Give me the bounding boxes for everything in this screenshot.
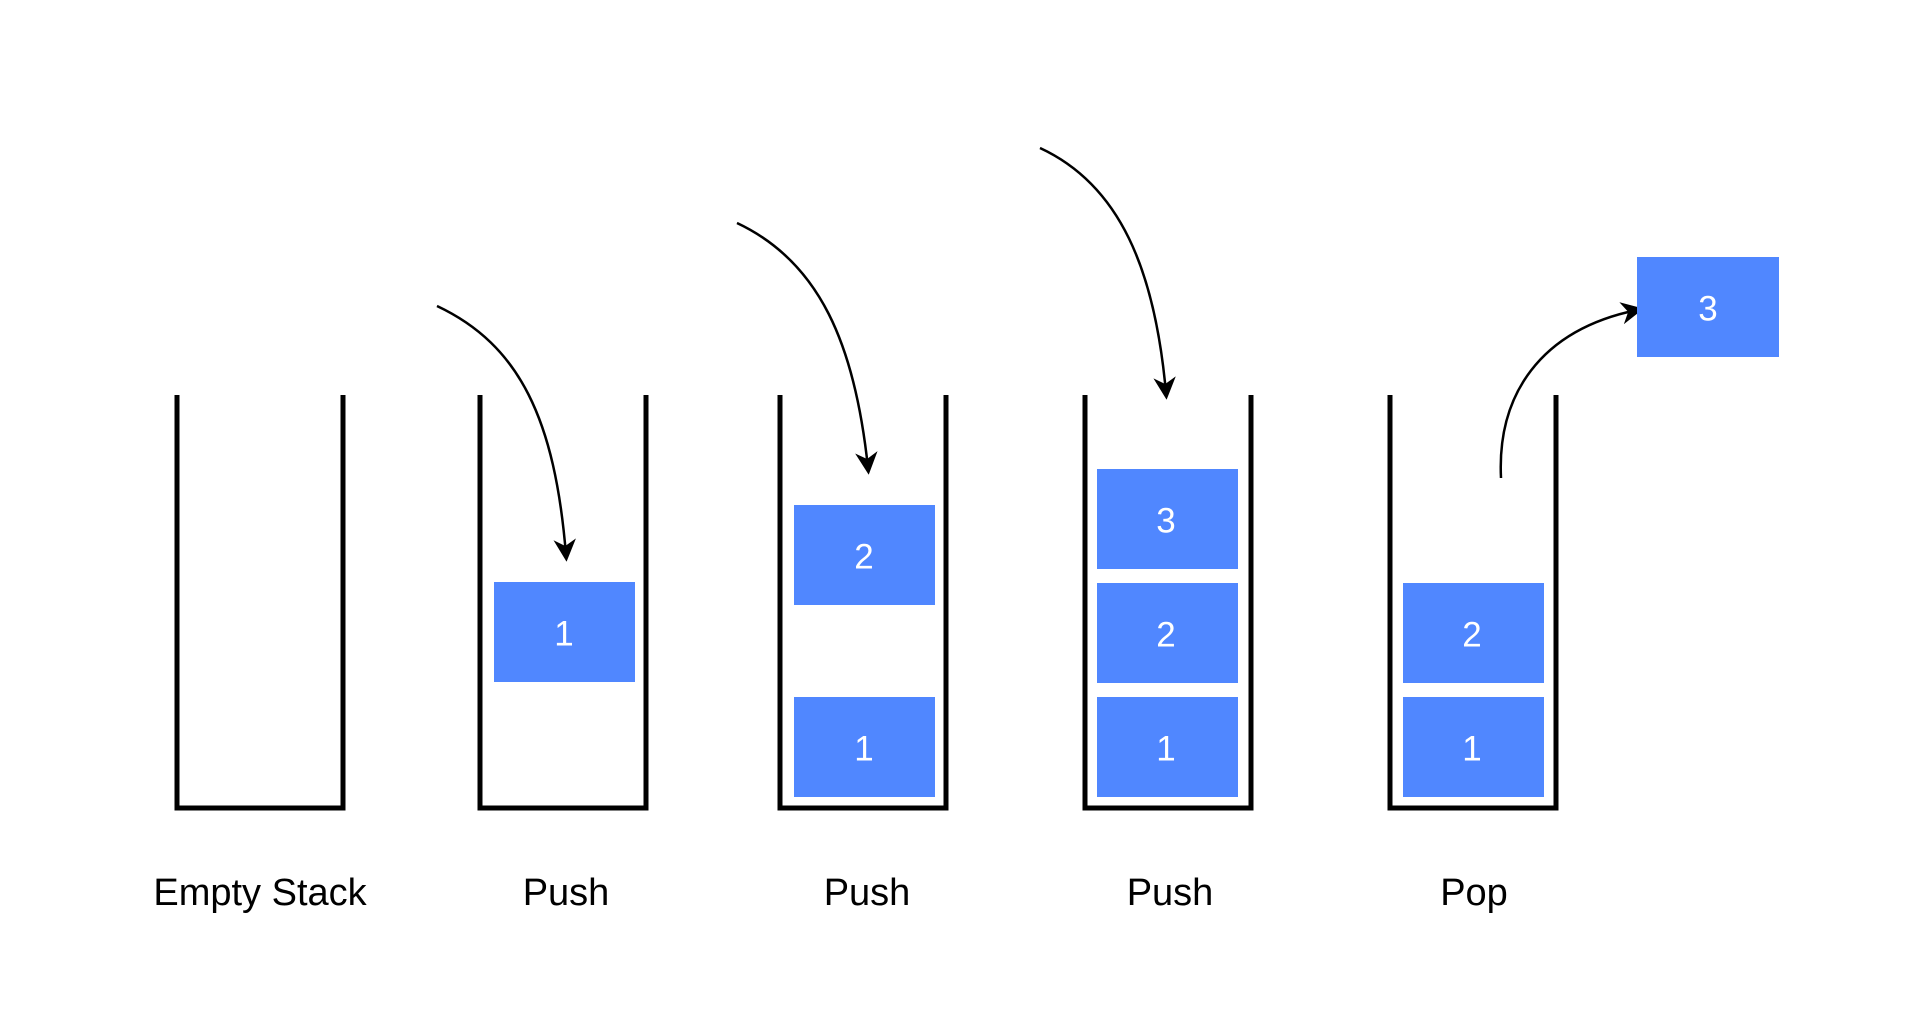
- stack-block: 3: [1097, 469, 1238, 569]
- svg-text:2: 2: [854, 538, 873, 577]
- svg-text:1: 1: [554, 615, 573, 654]
- svg-text:1: 1: [1156, 730, 1175, 769]
- stage-caption: Push: [523, 872, 610, 914]
- stack-container: [174, 395, 346, 811]
- stack-block: 1: [494, 582, 635, 682]
- push-arrow: [436, 304, 576, 562]
- stage-pop: 1 2 3 Pop: [1387, 257, 1779, 914]
- stack-block: 1: [1403, 697, 1544, 797]
- stack-container: [1082, 395, 1254, 811]
- stage-push-2: 1 2 Push: [736, 221, 949, 914]
- svg-text:2: 2: [1156, 616, 1175, 655]
- popped-block: 3: [1637, 257, 1779, 357]
- push-arrow: [1039, 146, 1176, 400]
- stack-container: [777, 395, 949, 811]
- stage-caption: Push: [824, 872, 911, 914]
- stage-caption: Push: [1127, 872, 1214, 914]
- stack-block: 1: [794, 697, 935, 797]
- stack-container: [1387, 395, 1559, 811]
- stage-caption: Empty Stack: [153, 872, 367, 914]
- svg-text:3: 3: [1698, 290, 1717, 329]
- svg-text:1: 1: [1462, 730, 1481, 769]
- svg-text:1: 1: [854, 730, 873, 769]
- stack-container: [477, 395, 649, 811]
- stack-block: 1: [1097, 697, 1238, 797]
- pop-arrow: [1499, 302, 1644, 479]
- stack-block: 2: [1097, 583, 1238, 683]
- push-arrow: [736, 221, 878, 475]
- svg-text:3: 3: [1156, 502, 1175, 541]
- stage-empty-stack: Empty Stack: [153, 395, 368, 914]
- stack-block: 2: [1403, 583, 1544, 683]
- stage-push-3: 1 2 3 Push: [1039, 146, 1254, 914]
- stage-push-1: 1 Push: [436, 304, 649, 914]
- stage-caption: Pop: [1440, 872, 1508, 914]
- stack-block: 2: [794, 505, 935, 605]
- svg-text:2: 2: [1462, 616, 1481, 655]
